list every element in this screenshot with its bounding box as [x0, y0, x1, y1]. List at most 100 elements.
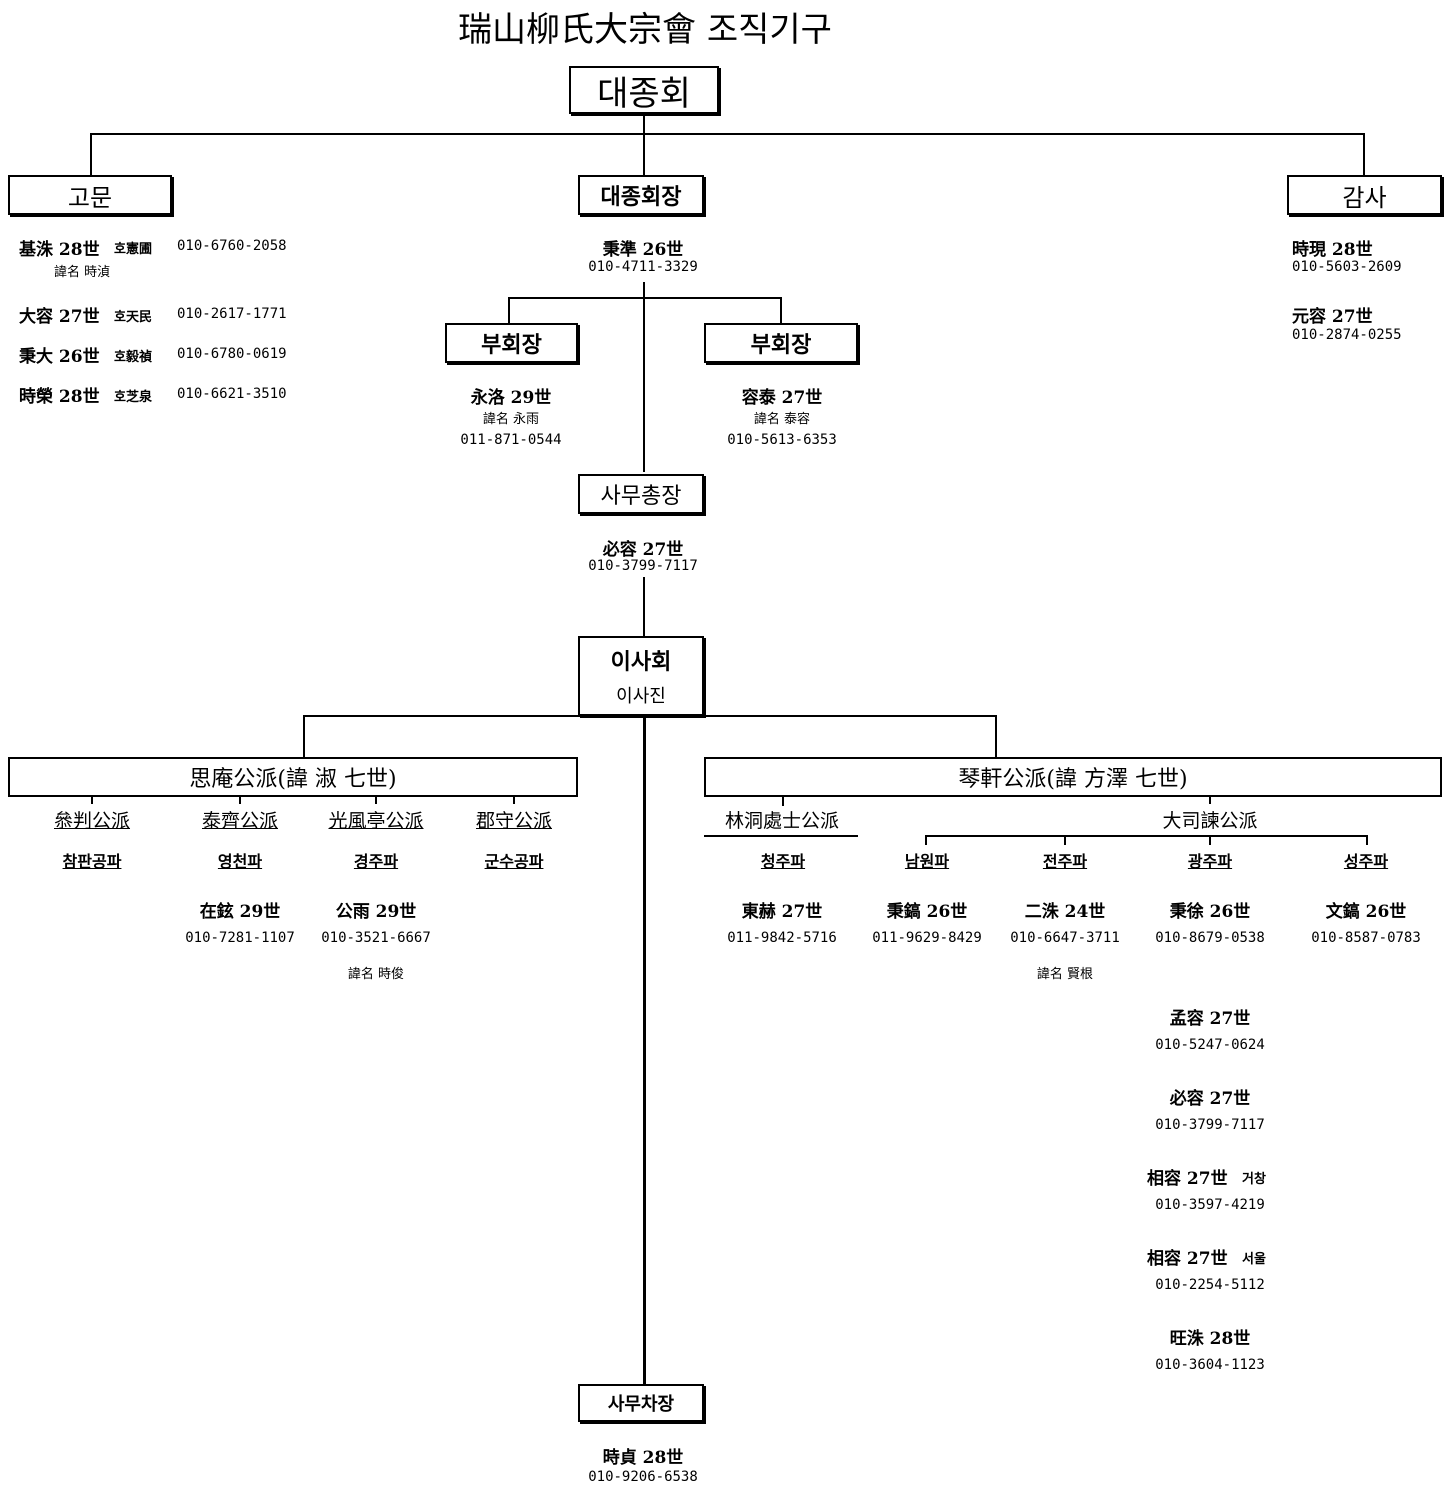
gwangju-member-name: 孟容 27世 — [1169, 1009, 1251, 1029]
connector — [643, 716, 646, 1384]
connector — [780, 297, 782, 323]
advisor-name: 時榮 28世 — [19, 387, 100, 407]
connector — [303, 715, 997, 717]
connector — [704, 835, 858, 837]
advisor-label: 고문 — [67, 183, 113, 212]
dasagan-sub-note: 諱名 賢根 — [1036, 967, 1094, 982]
gwangju-member-name: 相容 27世 — [1147, 1169, 1228, 1189]
gwangju-member-phone: 010-3597-4219 — [1155, 1197, 1265, 1213]
gwangju-member-phone: 010-3604-1123 — [1155, 1357, 1265, 1373]
connector — [91, 796, 93, 804]
vice-left-phone: 011-871-0544 — [460, 432, 562, 448]
advisor-phone: 010-6760-2058 — [177, 238, 287, 254]
connector — [239, 796, 241, 804]
dasagan-label: 大司諫公派 — [1162, 810, 1258, 832]
secretary-label: 사무총장 — [600, 484, 682, 509]
gwangju-member-phone: 010-5247-0624 — [1155, 1037, 1265, 1053]
dasagan-sub-name: 秉鎬 26世 — [886, 902, 968, 922]
connector — [508, 297, 510, 323]
left-sub-name: 在鉉 29世 — [199, 902, 281, 922]
dasagan-sub-ko: 성주파 — [1343, 852, 1389, 871]
advisor-phone: 010-2617-1771 — [177, 306, 287, 322]
branch-right-bar: 琴軒公派(諱 方澤 七世) — [704, 757, 1442, 797]
connector — [513, 796, 515, 804]
advisor-name: 大容 27世 — [19, 307, 100, 327]
advisor-ho: 호憲圃 — [114, 242, 152, 257]
advisor-phone: 010-6780-0619 — [177, 346, 287, 362]
connector — [643, 114, 645, 134]
vice-right-box: 부회장 — [704, 323, 858, 363]
connector — [643, 577, 645, 636]
branch-right-label: 琴軒公派(諱 方澤 七世) — [958, 767, 1188, 792]
advisor-name: 基洙 28世 — [19, 240, 100, 260]
deputy-name: 時貞 28世 — [602, 1448, 684, 1468]
right-lin-phone: 011-9842-5716 — [727, 930, 837, 946]
vice-left-note: 諱名 永雨 — [482, 412, 540, 427]
vice-right-label: 부회장 — [750, 332, 812, 358]
advisor-note: 諱名 時湞 — [54, 265, 111, 280]
dasagan-sub-phone: 010-8679-0538 — [1155, 930, 1265, 946]
connector — [1366, 835, 1368, 845]
top-box: 대종회 — [569, 66, 719, 114]
dasagan-sub-ko: 광주파 — [1187, 852, 1233, 871]
connector — [995, 715, 997, 757]
page-title: 瑞山柳氏大宗會 조직기구 — [458, 10, 832, 50]
connector — [643, 133, 645, 175]
gwangju-member-name: 旺洙 28世 — [1169, 1329, 1251, 1349]
right-lin-name: 東赫 27世 — [741, 902, 823, 922]
board-label: 이사회 — [610, 649, 672, 675]
gwangju-member-phone: 010-3799-7117 — [1155, 1117, 1265, 1133]
advisor-ho: 호天民 — [114, 310, 152, 325]
connector — [303, 715, 305, 757]
deputy-box: 사무차장 — [578, 1384, 704, 1422]
left-sub-hanja: 光風亭公派 — [328, 810, 424, 832]
connector — [782, 796, 784, 806]
auditor-name: 元容 27世 — [1292, 307, 1373, 327]
vice-right-phone: 010-5613-6353 — [727, 432, 837, 448]
dasagan-sub-phone: 011-9629-8429 — [872, 930, 982, 946]
auditor-phone: 010-5603-2609 — [1292, 259, 1402, 275]
deputy-phone: 010-9206-6538 — [588, 1469, 698, 1485]
chairman-phone: 010-4711-3329 — [588, 259, 698, 275]
left-sub-ko: 경주파 — [353, 852, 399, 871]
left-sub-note: 諱名 時俊 — [347, 967, 405, 982]
auditor-phone: 010-2874-0255 — [1292, 327, 1402, 343]
advisor-ho: 호毅禎 — [114, 350, 152, 365]
left-sub-phone: 010-3521-6667 — [321, 930, 431, 946]
connector — [1209, 796, 1211, 804]
connector — [90, 133, 1365, 135]
advisor-phone: 010-6621-3510 — [177, 386, 287, 402]
advisor-box: 고문 — [8, 175, 172, 215]
right-lin-ko: 청주파 — [760, 852, 806, 871]
dasagan-sub-name: 二洙 24世 — [1024, 902, 1106, 922]
left-sub-hanja: 郡守公派 — [475, 810, 553, 832]
advisor-ho: 호芝泉 — [114, 390, 152, 405]
connector — [925, 835, 1368, 837]
right-lin-hanja: 林洞處士公派 — [724, 810, 840, 832]
left-sub-ko: 영천파 — [217, 852, 263, 871]
chairman-box: 대종회장 — [578, 175, 704, 215]
connector — [90, 133, 92, 175]
chairman-label: 대종회장 — [600, 184, 682, 210]
board-sub: 이사진 — [616, 686, 666, 707]
dasagan-sub-ko: 전주파 — [1042, 852, 1088, 871]
auditor-label: 감사 — [1342, 183, 1387, 212]
left-sub-hanja: 泰齊公派 — [201, 810, 279, 832]
board-box: 이사회 이사진 — [578, 636, 704, 716]
connector — [375, 796, 377, 804]
left-sub-ko: 군수공파 — [484, 852, 544, 871]
dasagan-sub-ko: 남원파 — [904, 852, 950, 871]
left-sub-name: 公雨 29世 — [335, 902, 417, 922]
auditor-name: 時現 28世 — [1292, 240, 1373, 260]
advisor-name: 秉大 26世 — [19, 347, 100, 367]
branch-left-label: 思庵公派(諱 淑 七世) — [189, 767, 397, 792]
dasagan-sub-name: 文鎬 26世 — [1325, 902, 1407, 922]
branch-left-bar: 思庵公派(諱 淑 七世) — [8, 757, 578, 797]
connector — [508, 297, 782, 299]
left-sub-ko: 참판공파 — [62, 852, 122, 871]
vice-right-name: 容泰 27世 — [741, 388, 823, 408]
connector — [643, 282, 645, 472]
dasagan-sub-phone: 010-6647-3711 — [1010, 930, 1120, 946]
vice-left-name: 永洛 29世 — [470, 388, 552, 408]
secretary-name: 必容 27世 — [602, 540, 684, 560]
